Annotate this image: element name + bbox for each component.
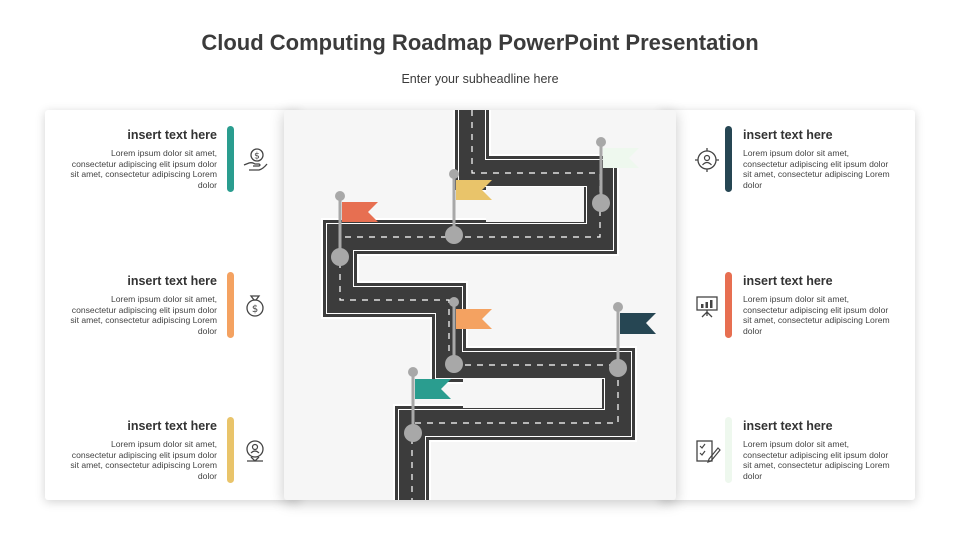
left-item-3: insert text here Lorem ipsum dolor sit a… <box>0 417 264 487</box>
milestone-flag-light-green <box>592 137 639 212</box>
milestone-flag-orange <box>445 297 492 373</box>
location-user-icon <box>246 440 264 462</box>
milestone-flag-navy <box>609 302 656 377</box>
page-title: Cloud Computing Roadmap PowerPoint Prese… <box>201 30 759 55</box>
roadmap-road-illustration <box>321 110 656 500</box>
left-panel <box>45 110 300 500</box>
item-heading: insert text here <box>127 419 217 433</box>
right-item-1: insert text here Lorem ipsum dolor sit a… <box>695 126 925 196</box>
item-body: Lorem ipsum dolor sit amet, consectetur … <box>70 439 217 481</box>
road-gap <box>486 187 584 222</box>
item-heading: insert text here <box>743 274 833 288</box>
item-heading: insert text here <box>127 128 217 142</box>
milestone-flag-coral <box>331 191 378 266</box>
road-gap <box>463 378 602 408</box>
accent-bar <box>725 126 732 192</box>
accent-bar <box>227 272 234 338</box>
right-item-2: insert text here Lorem ipsum dolor sit a… <box>696 272 925 342</box>
item-body: Lorem ipsum dolor sit amet, consectetur … <box>70 148 217 190</box>
item-heading: insert text here <box>743 128 833 142</box>
item-body: Lorem ipsum dolor sit amet, consectetur … <box>70 294 217 336</box>
hand-money-icon: $ <box>243 148 268 171</box>
milestone-flag-yellow <box>445 169 492 244</box>
svg-text:$: $ <box>252 304 258 315</box>
checklist-pen-icon <box>696 440 721 463</box>
accent-bar <box>227 417 234 483</box>
left-item-2: insert text here Lorem ipsum dolor sit a… <box>0 272 264 342</box>
item-body: Lorem ipsum dolor sit amet, consectetur … <box>743 148 890 190</box>
target-user-icon <box>695 148 719 172</box>
left-item-1: insert text here Lorem ipsum dolor sit a… <box>0 126 268 196</box>
item-heading: insert text here <box>743 419 833 433</box>
item-body: Lorem ipsum dolor sit amet, consectetur … <box>743 439 890 481</box>
page-subtitle: Enter your subheadline here <box>401 72 559 86</box>
right-item-3: insert text here Lorem ipsum dolor sit a… <box>696 417 925 487</box>
svg-text:$: $ <box>254 152 260 162</box>
item-body: Lorem ipsum dolor sit amet, consectetur … <box>743 294 890 336</box>
roadmap-panel <box>284 110 676 500</box>
milestone-flag-teal <box>404 367 451 442</box>
accent-bar <box>725 417 732 483</box>
accent-bar <box>725 272 732 338</box>
item-heading: insert text here <box>127 274 217 288</box>
presentation-board-icon <box>696 296 718 318</box>
accent-bar <box>227 126 234 192</box>
money-bag-icon: $ <box>246 295 264 317</box>
